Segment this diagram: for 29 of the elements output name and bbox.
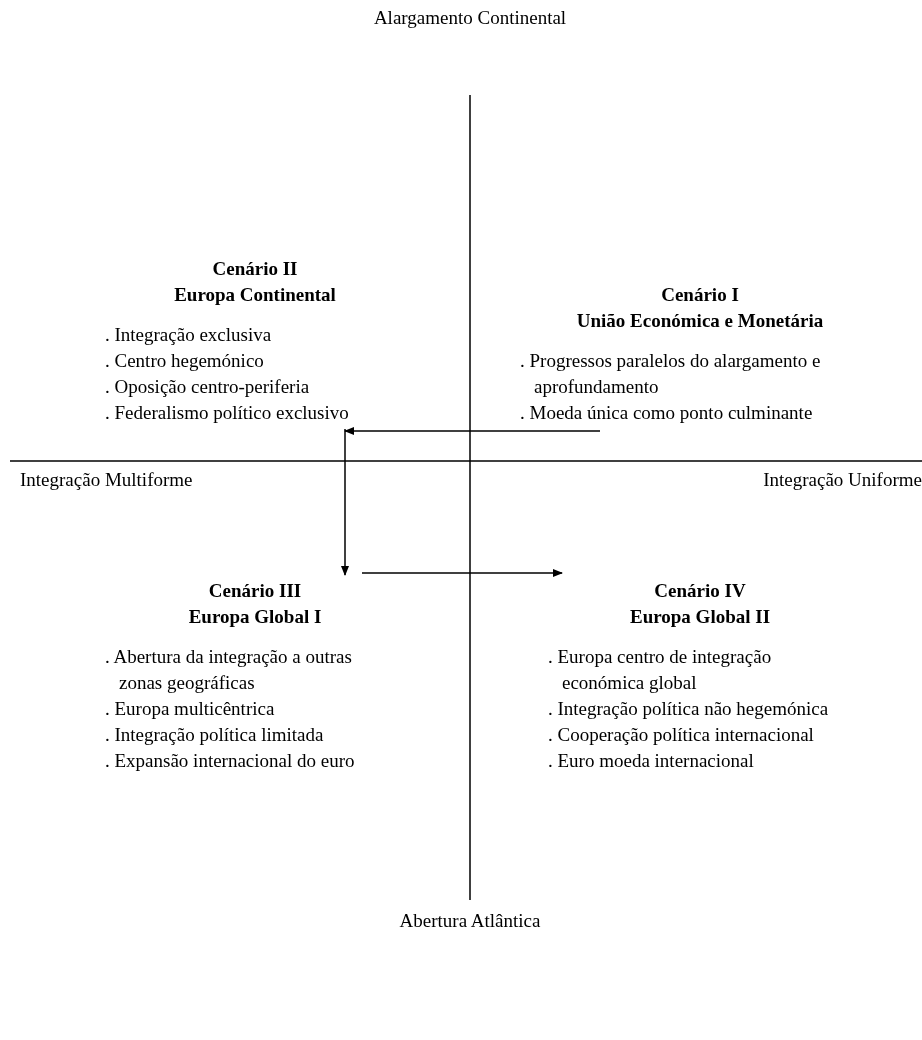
scenario-heading: Europa Global I [187,605,323,629]
bullet-point: . Federalismo político exclusivo [105,401,350,425]
bullet-point: . Integração exclusiva [105,323,273,347]
bullet-point: . Euro moeda internacional [548,749,755,773]
bullet-point: . Europa centro de integração económica global [548,645,773,695]
arrow [344,427,601,435]
bullet-point: . Integração política limitada [105,723,325,747]
arrow [361,569,563,577]
arrow [341,428,349,576]
axis-label: Integração Multiforme [20,468,194,492]
scenario-heading: Cenário II [211,257,299,281]
bullet-point: . Oposição centro-periferia [105,375,311,399]
bullet-point: . Progressos paralelos do alargamento e aprofundamento [520,349,822,399]
scenario-heading: Cenário I [660,283,740,307]
bullet-point: . Expansão internacional do euro [105,749,356,773]
bullet-point: . Abertura da integração a outras zonas geográficas [105,645,353,695]
bullet-point: . Cooperação política internacional [548,723,815,747]
scenario-heading: Europa Continental [173,283,337,307]
axis-label: Abertura Atlântica [398,909,542,933]
bullet-point: . Integração política não hegemónica [548,697,830,721]
bullet-point: . Centro hegemónico [105,349,265,373]
scenario-heading: Europa Global II [628,605,772,629]
bullet-point: . Europa multicêntrica [105,697,276,721]
scenario-heading: União Económica e Monetária [575,309,825,333]
scenario-heading: Cenário IV [653,579,747,603]
axis-label: Integração Uniforme [762,468,922,492]
axis-label: Alargamento Continental [372,6,568,30]
scenario-heading: Cenário III [207,579,303,603]
bullet-point: . Moeda única como ponto culminante [520,401,814,425]
